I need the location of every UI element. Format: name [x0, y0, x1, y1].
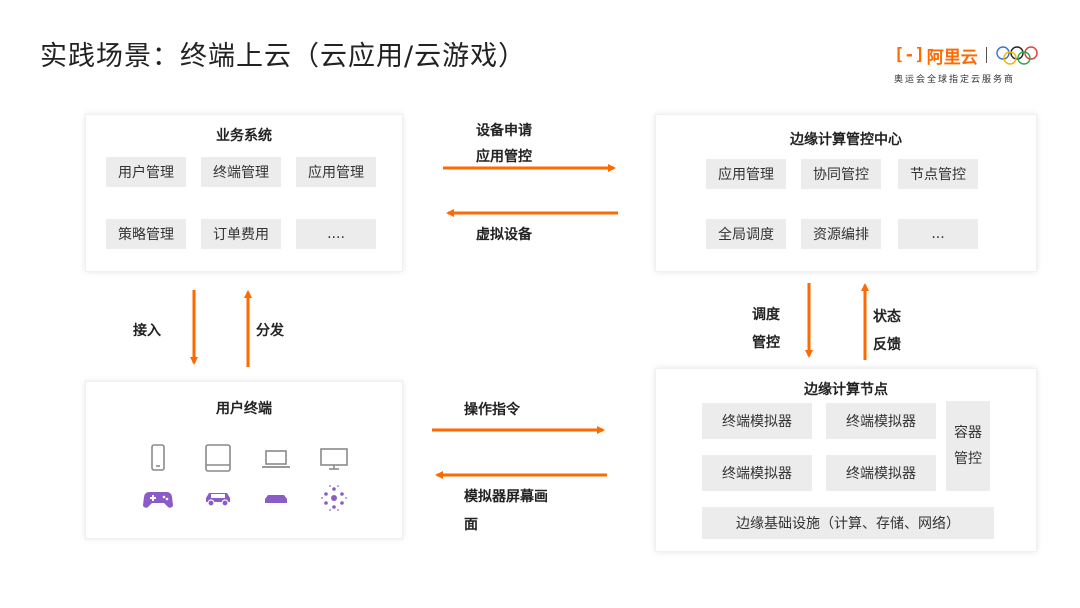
logo-subtitle: 奥运会全球指定云服务商 [894, 75, 1016, 85]
olympic-rings-icon [996, 46, 1038, 65]
chip-edge-infrastructure: 边缘基础设施（计算、存储、网络） [702, 507, 994, 539]
aliyun-name: 阿里云 [926, 47, 978, 68]
tablet-icon [205, 444, 231, 472]
iot-icon [320, 484, 348, 512]
chip-emulator-4: 终端模拟器 [826, 455, 936, 491]
user-terminal-panel: 用户终端 [85, 381, 403, 539]
chip-emulator-2: 终端模拟器 [826, 403, 936, 439]
chip-more: .... [296, 219, 376, 249]
laptop-icon [262, 450, 290, 468]
logo-divider [985, 47, 987, 63]
edge-control-center-title: 边缘计算管控中心 [790, 132, 902, 148]
chip-center-app-management: 应用管理 [706, 159, 786, 189]
label-feedback: 反馈 [873, 337, 901, 353]
gamepad-icon [143, 492, 173, 508]
chip-resource-orchestration: 资源编排 [801, 219, 881, 249]
page-title: 实践场景：终端上云（云应用/云游戏） [40, 41, 527, 72]
set-top-box-icon [265, 495, 287, 503]
chip-policy-management: 策略管理 [106, 219, 186, 249]
business-system-title: 业务系统 [216, 128, 272, 144]
label-emulator-screen-2: 面 [464, 517, 478, 533]
edge-control-center-panel: 边缘计算管控中心 应用管理 协同管控 节点管控 全局调度 资源编排 ... [655, 114, 1037, 272]
phone-icon [151, 444, 165, 471]
label-control: 管控 [752, 335, 780, 351]
chip-center-more: ... [898, 219, 978, 249]
aliyun-mark: [-] [894, 45, 925, 65]
label-access: 接入 [133, 323, 161, 339]
chip-container-control: 容器管控 [946, 401, 990, 491]
chip-node-control: 节点管控 [898, 159, 978, 189]
monitor-icon [320, 448, 348, 470]
chip-user-management: 用户管理 [106, 157, 186, 187]
chip-app-management: 应用管理 [296, 157, 376, 187]
chip-global-scheduling: 全局调度 [706, 219, 786, 249]
chip-emulator-3: 终端模拟器 [702, 455, 812, 491]
label-distribute: 分发 [256, 323, 284, 339]
car-icon [206, 493, 230, 507]
chip-order-billing: 订单费用 [201, 219, 281, 249]
business-system-panel: 业务系统 用户管理 终端管理 应用管理 策略管理 订单费用 .... [85, 114, 403, 272]
label-app-control: 应用管控 [476, 149, 532, 165]
label-status: 状态 [873, 309, 901, 325]
chip-collaborative-control: 协同管控 [801, 159, 881, 189]
edge-node-panel: 边缘计算节点 终端模拟器 终端模拟器 终端模拟器 终端模拟器 容器管控 边缘基础… [655, 368, 1037, 552]
edge-node-title: 边缘计算节点 [804, 382, 888, 398]
label-virtual-device: 虚拟设备 [476, 227, 532, 243]
label-device-request: 设备申请 [476, 123, 532, 139]
label-operation-command: 操作指令 [464, 402, 520, 418]
label-emulator-screen-1: 模拟器屏幕画 [464, 489, 548, 505]
user-terminal-title: 用户终端 [216, 401, 272, 417]
chip-terminal-management: 终端管理 [201, 157, 281, 187]
chip-emulator-1: 终端模拟器 [702, 403, 812, 439]
aliyun-logo: [-] 阿里云 奥运会全球指定云服务商 [894, 44, 1054, 90]
label-schedule: 调度 [752, 307, 780, 323]
